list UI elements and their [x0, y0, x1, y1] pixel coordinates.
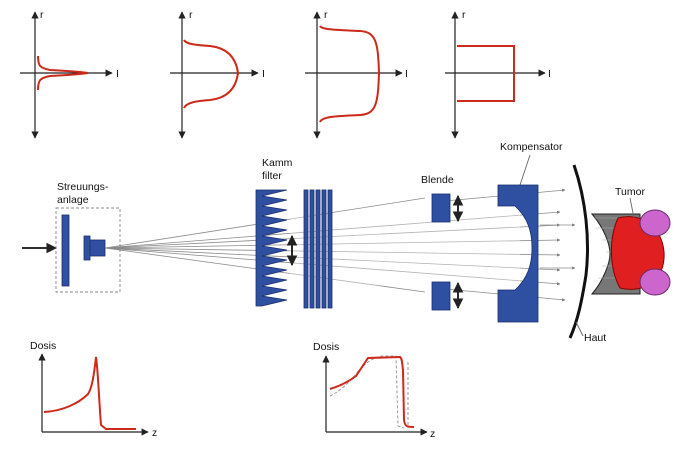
compensator-block — [497, 184, 539, 323]
profile-1-i-label: I — [116, 68, 119, 80]
dose-plot-right-y-label: Dosis — [313, 341, 339, 353]
profile-2: r I — [170, 9, 265, 139]
bragg-peak-curve — [43, 356, 136, 430]
skin-label: Haut — [584, 332, 606, 344]
compensator: Kompensator — [497, 141, 563, 323]
profile-2-curve — [183, 39, 240, 109]
dose-plot-left-x-label: z — [152, 427, 157, 439]
comb-filter-label-2: filter — [262, 170, 282, 182]
scatter-system-label-2: anlage — [57, 194, 89, 206]
dose-plot-left-y-label: Dosis — [30, 340, 56, 352]
secondary-scatterer — [87, 239, 106, 257]
tumor-region: Tumor — [590, 186, 671, 296]
primary-scatterer — [61, 214, 70, 287]
compensator-leader — [519, 154, 531, 186]
aperture-lower-jaw — [431, 281, 451, 311]
profile-3: r I — [305, 9, 408, 139]
profile-2-i-label: I — [262, 68, 265, 80]
scatter-system: Streuungs- anlage — [55, 181, 121, 293]
dose-plot-right: Dosis z — [313, 341, 435, 440]
sobp-curve — [329, 355, 415, 428]
comb-filter: Kamm filter — [255, 157, 333, 309]
profile-3-r-label: r — [324, 9, 328, 21]
comb-filter-teeth — [255, 189, 288, 307]
profile-1-curve — [37, 55, 89, 91]
aperture-label: Blende — [421, 174, 454, 186]
organ-at-risk-upper — [639, 209, 671, 237]
dose-plot-left: Dosis z — [30, 340, 157, 439]
range-shifter-plates — [327, 189, 333, 309]
organ-at-risk-lower — [639, 268, 671, 296]
compensator-label: Kompensator — [500, 141, 563, 153]
profile-2-r-label: r — [189, 9, 193, 21]
profile-4-r-label: r — [462, 9, 466, 21]
sobp-reference-curve — [329, 355, 405, 429]
profile-4-curve — [457, 45, 515, 102]
scatter-system-box — [55, 207, 121, 293]
comb-filter-label-1: Kamm — [262, 157, 293, 169]
skin-surface — [568, 164, 589, 339]
profile-1-r-label: r — [40, 9, 44, 21]
aperture-upper-jaw — [431, 193, 451, 223]
profile-3-curve — [319, 25, 381, 123]
scatter-system-label-1: Streuungs- — [57, 181, 109, 193]
aperture: Blende — [421, 174, 464, 311]
beam-rays — [104, 188, 576, 302]
tumor-label: Tumor — [615, 186, 645, 198]
dose-plot-right-x-label: z — [430, 428, 435, 440]
profile-1: r I — [20, 9, 119, 139]
profile-4-i-label: I — [548, 68, 551, 80]
profile-3-i-label: I — [405, 68, 408, 80]
profile-4: r I — [445, 9, 551, 139]
